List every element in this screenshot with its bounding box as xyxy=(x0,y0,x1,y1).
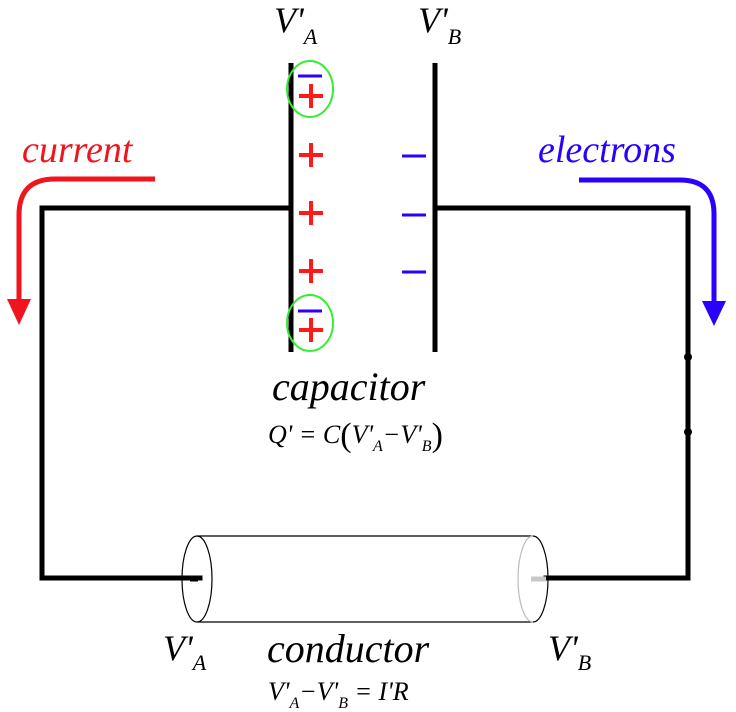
plate-a-label: V'A xyxy=(274,0,318,49)
capacitor-label: capacitor xyxy=(272,364,426,409)
wire-junction-dot xyxy=(684,353,692,361)
electrons-label: electrons xyxy=(538,129,676,171)
electrons-arrow xyxy=(579,177,726,326)
positive-charge xyxy=(299,201,323,225)
plate-a-charges xyxy=(299,84,323,342)
current-arrow xyxy=(7,176,155,325)
conductor-end-a-label: V'A xyxy=(163,628,207,675)
wire-left xyxy=(39,205,294,581)
positive-charge xyxy=(299,143,323,167)
wire-junction-dot xyxy=(684,428,692,436)
plate-b-charges xyxy=(402,154,426,274)
positive-charge xyxy=(299,259,323,283)
positive-charge xyxy=(299,84,323,108)
conductor-cylinder xyxy=(181,535,549,623)
conductor-label: conductor xyxy=(267,626,430,671)
highlight-circle xyxy=(286,294,334,352)
conductor-end-b-label: V'B xyxy=(548,628,591,675)
positive-charge xyxy=(299,318,323,342)
circuit-wires xyxy=(39,205,691,581)
highlight-circle xyxy=(286,60,334,118)
capacitor-equation: Q' = C(V'A−V'B) xyxy=(268,417,443,455)
plate-b-label: V'B xyxy=(418,0,461,49)
wire-right xyxy=(433,205,691,581)
conductor-equation: V'A−V'B = I'R xyxy=(268,677,409,712)
current-label: current xyxy=(22,129,134,171)
